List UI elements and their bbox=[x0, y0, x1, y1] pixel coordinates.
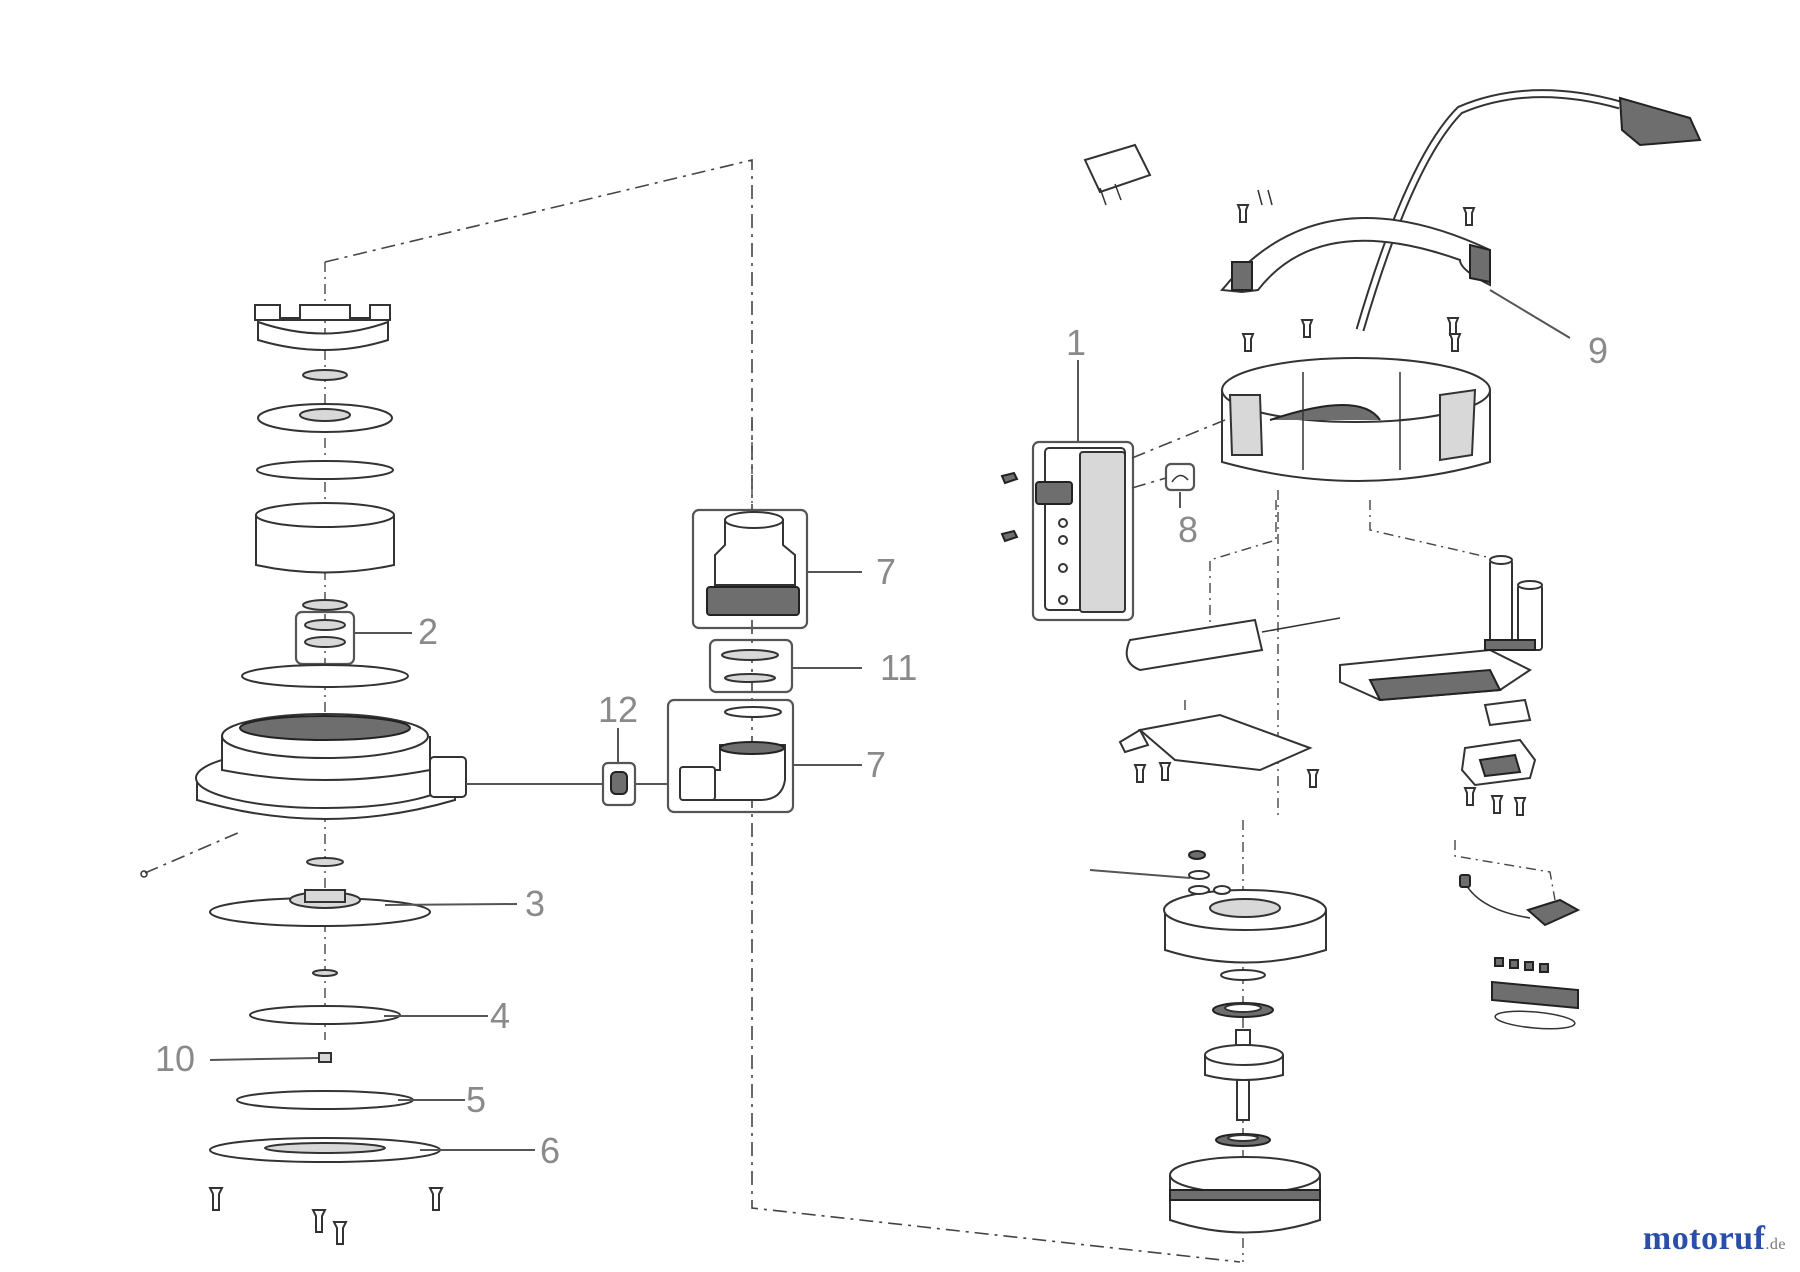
top-screws bbox=[1236, 204, 1476, 352]
motor-bottom-cap bbox=[1169, 1156, 1321, 1234]
callout-4: 4 bbox=[490, 995, 510, 1036]
callout-3: 3 bbox=[525, 883, 545, 924]
motor-housing-cover bbox=[1221, 357, 1491, 482]
rotor-shaft bbox=[1204, 969, 1284, 1147]
switch-box bbox=[1000, 440, 1135, 622]
control-board bbox=[1339, 555, 1543, 702]
callout-numbers: 1 2 3 4 5 6 7 7 8 9 10 11 12 bbox=[155, 322, 1608, 1171]
handle bbox=[1220, 217, 1491, 294]
power-cable bbox=[1083, 82, 1273, 206]
callout-5: 5 bbox=[466, 1079, 486, 1120]
right-assembly bbox=[1000, 82, 1702, 1234]
cable-clip bbox=[1164, 462, 1196, 492]
watermark-logo: motoruf.de bbox=[1643, 1220, 1786, 1258]
middle-assembly bbox=[601, 508, 809, 814]
float-switch-cable bbox=[1355, 89, 1702, 332]
callout-1: 1 bbox=[1066, 322, 1086, 363]
castle-cap bbox=[254, 304, 391, 351]
motor-stator bbox=[1089, 850, 1327, 964]
pump-housing bbox=[195, 713, 467, 820]
callout-11: 11 bbox=[880, 647, 917, 688]
watermark-suffix: .de bbox=[1765, 1236, 1786, 1253]
callout-7-bottom: 7 bbox=[866, 744, 886, 785]
callout-leaders bbox=[209, 289, 1571, 1151]
callout-9: 9 bbox=[1588, 330, 1608, 371]
callout-10: 10 bbox=[155, 1038, 195, 1079]
base-screws bbox=[208, 1187, 444, 1245]
callout-6: 6 bbox=[540, 1130, 560, 1171]
callout-7-top: 7 bbox=[876, 551, 896, 592]
relay-block bbox=[1460, 698, 1537, 816]
capacitor bbox=[1125, 617, 1341, 672]
cylinder-cup bbox=[255, 502, 395, 574]
float-switch bbox=[1459, 874, 1581, 1030]
callout-8: 8 bbox=[1178, 509, 1198, 550]
callout-2: 2 bbox=[418, 611, 438, 652]
callout-12: 12 bbox=[598, 689, 638, 730]
watermark-brand: motoruf bbox=[1642, 1220, 1766, 1257]
impeller-plate bbox=[209, 889, 431, 927]
left-assembly bbox=[195, 304, 602, 1245]
mounting-bracket bbox=[1118, 713, 1320, 788]
